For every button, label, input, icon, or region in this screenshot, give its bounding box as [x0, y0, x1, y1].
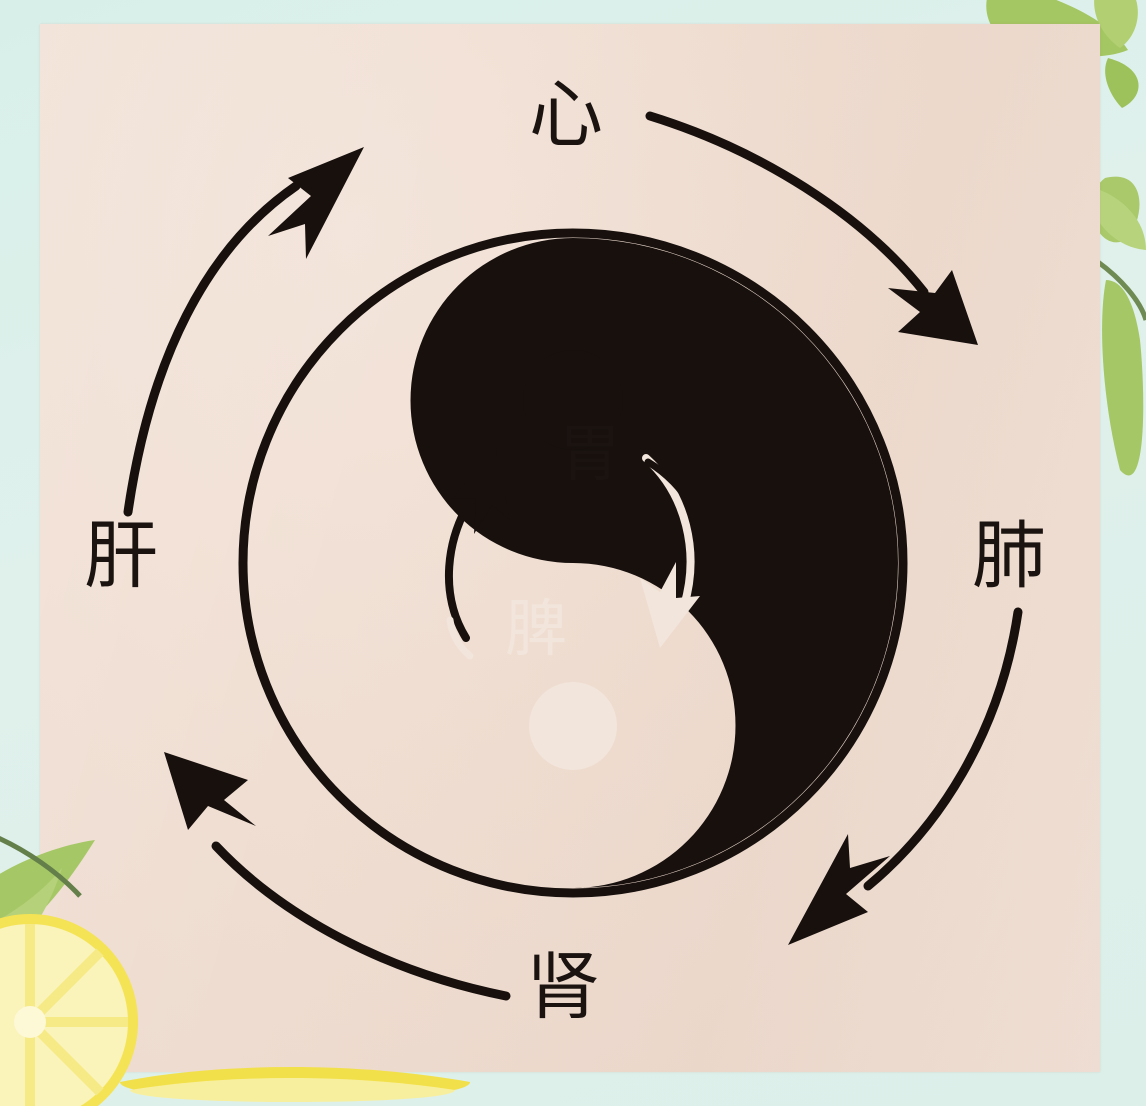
lemon-slice-bottom-left	[0, 914, 138, 1106]
outer-arrow-kidney-to-liver	[164, 752, 511, 1001]
organ-label-heart: 心	[529, 72, 603, 158]
taiji-yin-half	[410, 238, 898, 888]
organ-label-kidney: 肾	[526, 944, 600, 1030]
organ-label-lung: 肺	[972, 513, 1046, 599]
organ-label-stomach: 胃	[559, 417, 622, 490]
leaf-right-upper	[1105, 58, 1139, 108]
yin-dot-in-yang	[523, 350, 623, 450]
outer-arrow-heart-to-lung	[645, 111, 978, 345]
leaf-right-stem	[1096, 259, 1146, 321]
organ-label-spleen: 脾	[505, 592, 568, 665]
leaf-top-right-2	[1094, 0, 1138, 48]
outer-arrow-group	[123, 111, 1023, 1001]
taiji-symbol	[410, 238, 898, 888]
outer-arrow-liver-to-heart	[123, 147, 364, 517]
inner-arrow-stomach-descends	[640, 454, 700, 648]
lemon-slice-bottom-edge	[120, 1067, 470, 1102]
leaf-right-droplet	[1102, 280, 1144, 476]
organ-label-liver: 肝	[84, 513, 158, 599]
taiji-outer-ring	[238, 228, 908, 898]
inner-arrow-spleen-ascends	[444, 450, 510, 660]
leaf-right-main	[1091, 176, 1146, 250]
outer-arrow-lung-to-kidney	[788, 607, 1023, 945]
yang-dot-in-yin	[529, 682, 617, 770]
